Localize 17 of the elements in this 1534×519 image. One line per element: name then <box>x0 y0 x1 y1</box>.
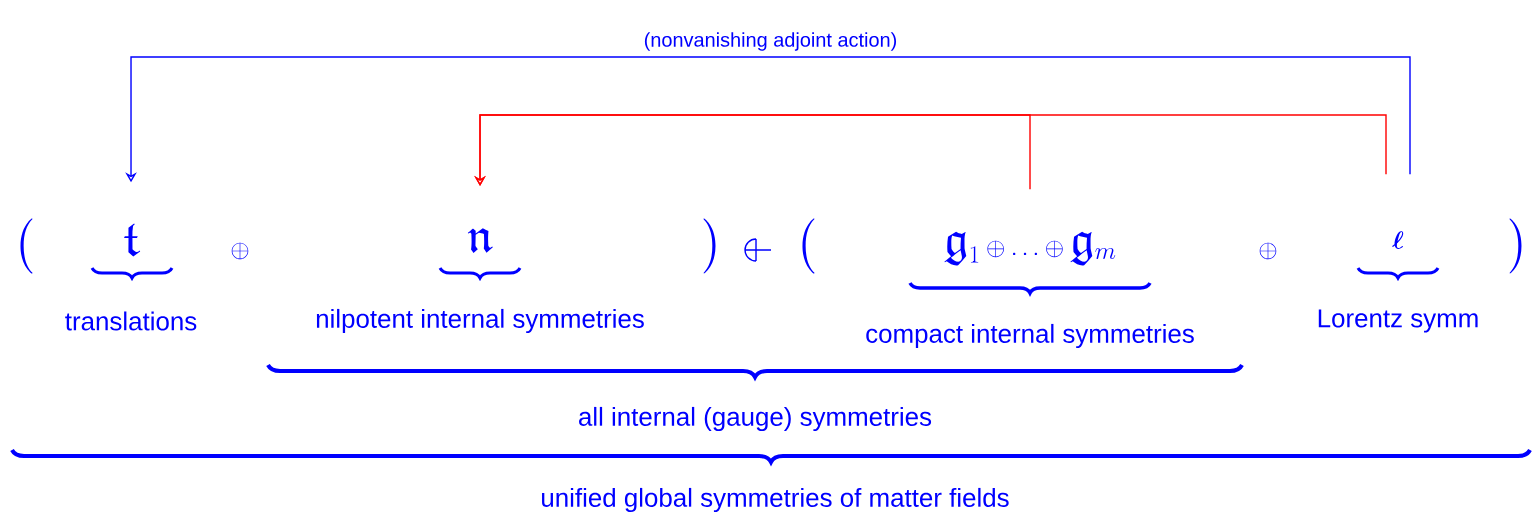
caption: all internal (gauge) symmetries <box>579 406 932 432</box>
math-symbol: $\Big($ <box>802 218 815 274</box>
math-symbol: $\oplus$ <box>231 242 249 260</box>
math-symbol: $\mathfrak{g}_1\oplus\ldots\oplus\mathfrak{g}_m$ <box>944 231 1116 266</box>
math-symbol: $\bm{\ell}$ <box>1392 231 1404 249</box>
caption: unified global symmetries of matter fields <box>542 487 1009 513</box>
math-symbol: $\oplus$ <box>1259 242 1277 260</box>
math-symbol: $\Big)$ <box>703 218 716 274</box>
node-label: translations <box>65 311 197 331</box>
node-label: Lorentz symm <box>1318 309 1478 333</box>
math-symbol: $\Big($ <box>20 218 33 274</box>
node-label: compact internal symmetries <box>866 323 1194 349</box>
math-symbol: $\mathfrak{n}$ <box>467 228 493 253</box>
node-label: nilpotent internal symmetries <box>316 308 644 334</box>
edge-label: (nonvanishing adjoint action) <box>644 32 897 51</box>
math-symbol: $\mathfrak{t}$ <box>124 223 141 257</box>
math-symbol: $\Big)$ <box>1509 218 1522 274</box>
